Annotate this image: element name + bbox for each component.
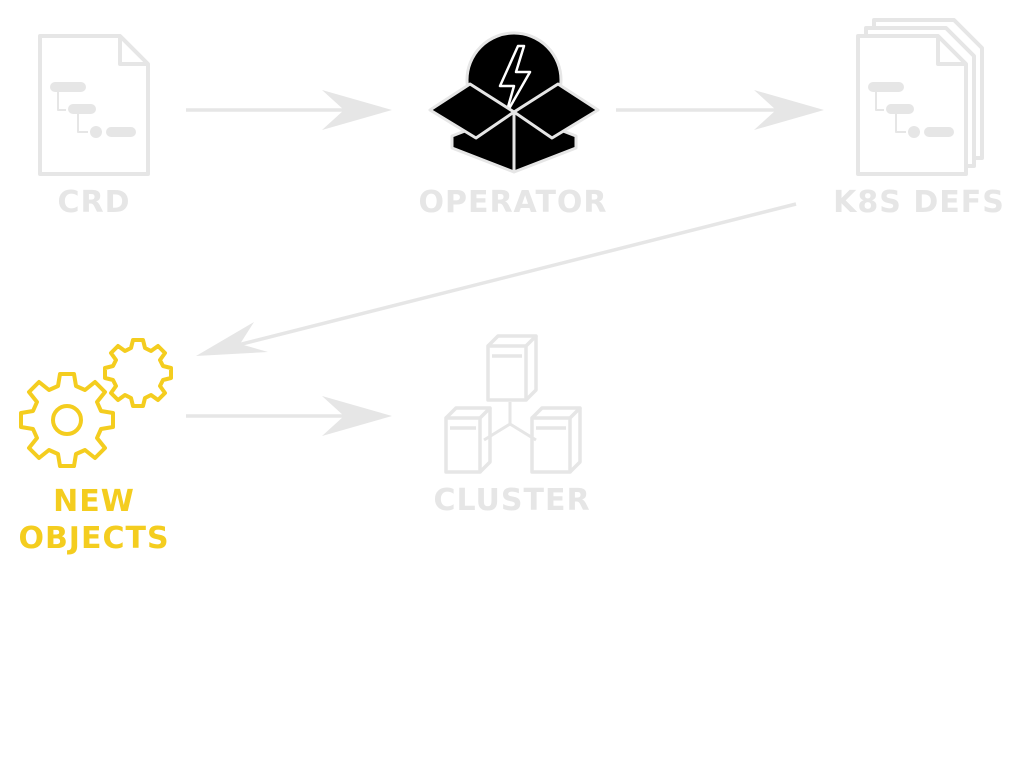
- arrow-k8s-defs-to-new-objects: [196, 202, 797, 356]
- server-top-icon: [486, 334, 538, 402]
- stacked-documents-icon: [856, 18, 984, 176]
- server-left-icon: [444, 406, 492, 474]
- arrow-new-objects-to-cluster: [186, 396, 392, 436]
- lightning-box-icon: [428, 31, 600, 174]
- gears-icon: [19, 338, 173, 468]
- server-right-icon: [530, 406, 582, 474]
- document-tree-icon: [38, 34, 150, 176]
- arrow-operator-to-k8s-defs: [616, 90, 824, 130]
- operator-label: OPERATOR: [418, 185, 607, 220]
- new-objects-node: NEW OBJECTS: [18, 338, 173, 556]
- cluster-label: CLUSTER: [433, 483, 590, 518]
- operator-node: OPERATOR: [418, 31, 607, 220]
- crd-label: CRD: [57, 185, 130, 220]
- server-cluster-icon: [444, 334, 582, 474]
- k8s-defs-node: K8S DEFS: [833, 18, 1005, 220]
- crd-node: CRD: [38, 34, 150, 220]
- arrow-crd-to-operator: [186, 90, 392, 130]
- new-objects-label-line1: NEW: [53, 484, 135, 519]
- large-gear-icon: [19, 372, 115, 468]
- small-gear-icon: [103, 338, 173, 408]
- k8s-defs-label: K8S DEFS: [833, 185, 1005, 220]
- cluster-node: CLUSTER: [433, 334, 590, 518]
- new-objects-label-line2: OBJECTS: [18, 521, 169, 556]
